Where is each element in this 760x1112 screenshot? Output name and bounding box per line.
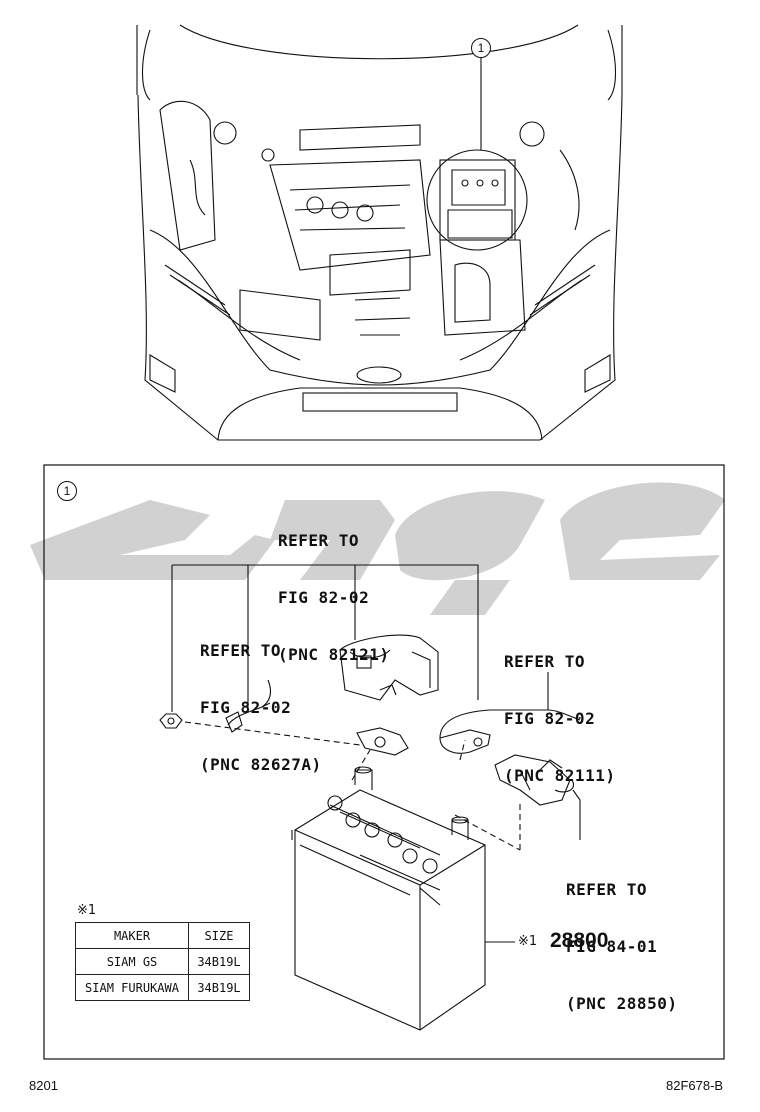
reference-positive-cable: REFER TO FIG 82-02 (PNC 82111) <box>504 614 615 804</box>
detail-callout-1: 1 <box>57 481 77 501</box>
reference-line: REFER TO <box>200 641 282 660</box>
negative-terminal <box>356 727 409 756</box>
table-note-mark: ※1 <box>77 903 97 918</box>
reference-line: FIG 84-01 <box>566 937 658 956</box>
reference-line: REFER TO <box>504 652 586 671</box>
reference-line: (PNC 82121) <box>278 645 390 664</box>
maker-cell: SIAM GS <box>75 948 189 975</box>
terminal-nut <box>159 713 183 729</box>
current-sensor <box>494 754 571 806</box>
emblem <box>356 366 402 384</box>
battery-part-number: 28800 <box>550 929 609 952</box>
figure-code: 82F678-B <box>666 1078 724 1093</box>
header-maker: MAKER <box>75 922 189 949</box>
battery-note-mark: ※1 <box>518 934 538 949</box>
reference-line: (PNC 82627A) <box>200 755 322 774</box>
table-row: SIAM FURUKAWA 34B19L <box>75 974 250 1001</box>
front-fascia <box>137 94 623 441</box>
reference-line: (PNC 28850) <box>566 994 678 1013</box>
size-cell: 34B19L <box>188 974 250 1001</box>
table-row: SIAM GS 34B19L <box>75 948 250 975</box>
maker-cell: SIAM FURUKAWA <box>75 974 189 1001</box>
watermark <box>30 482 725 615</box>
header-size: SIZE <box>188 922 250 949</box>
reference-line: FIG 82-02 <box>278 588 370 607</box>
reference-line: (PNC 82111) <box>504 766 616 785</box>
reference-sensor: REFER TO FIG 84-01 (PNC 28850) <box>566 842 677 1032</box>
reference-harness-clamp: REFER TO FIG 82-02 (PNC 82121) <box>278 493 389 683</box>
battery-body <box>294 789 486 1031</box>
hood-outline <box>136 24 623 101</box>
table-header-row: MAKER SIZE <box>75 922 250 949</box>
reference-line: FIG 82-02 <box>504 709 596 728</box>
harness-clamp <box>339 634 439 701</box>
reference-cable-ground: REFER TO FIG 82-02 (PNC 82627A) <box>200 603 322 793</box>
reference-line: REFER TO <box>566 880 648 899</box>
size-cell: 34B19L <box>188 948 250 975</box>
reference-line: REFER TO <box>278 531 360 550</box>
positive-cable <box>439 672 581 739</box>
view-callout-1: 1 <box>471 38 491 58</box>
reference-line: FIG 82-02 <box>200 698 292 717</box>
battery-area-circle <box>426 149 528 251</box>
page-code: 8201 <box>29 1078 58 1093</box>
battery-spec-table: MAKER SIZE SIAM GS 34B19L SIAM FURUKAWA … <box>75 922 250 1001</box>
